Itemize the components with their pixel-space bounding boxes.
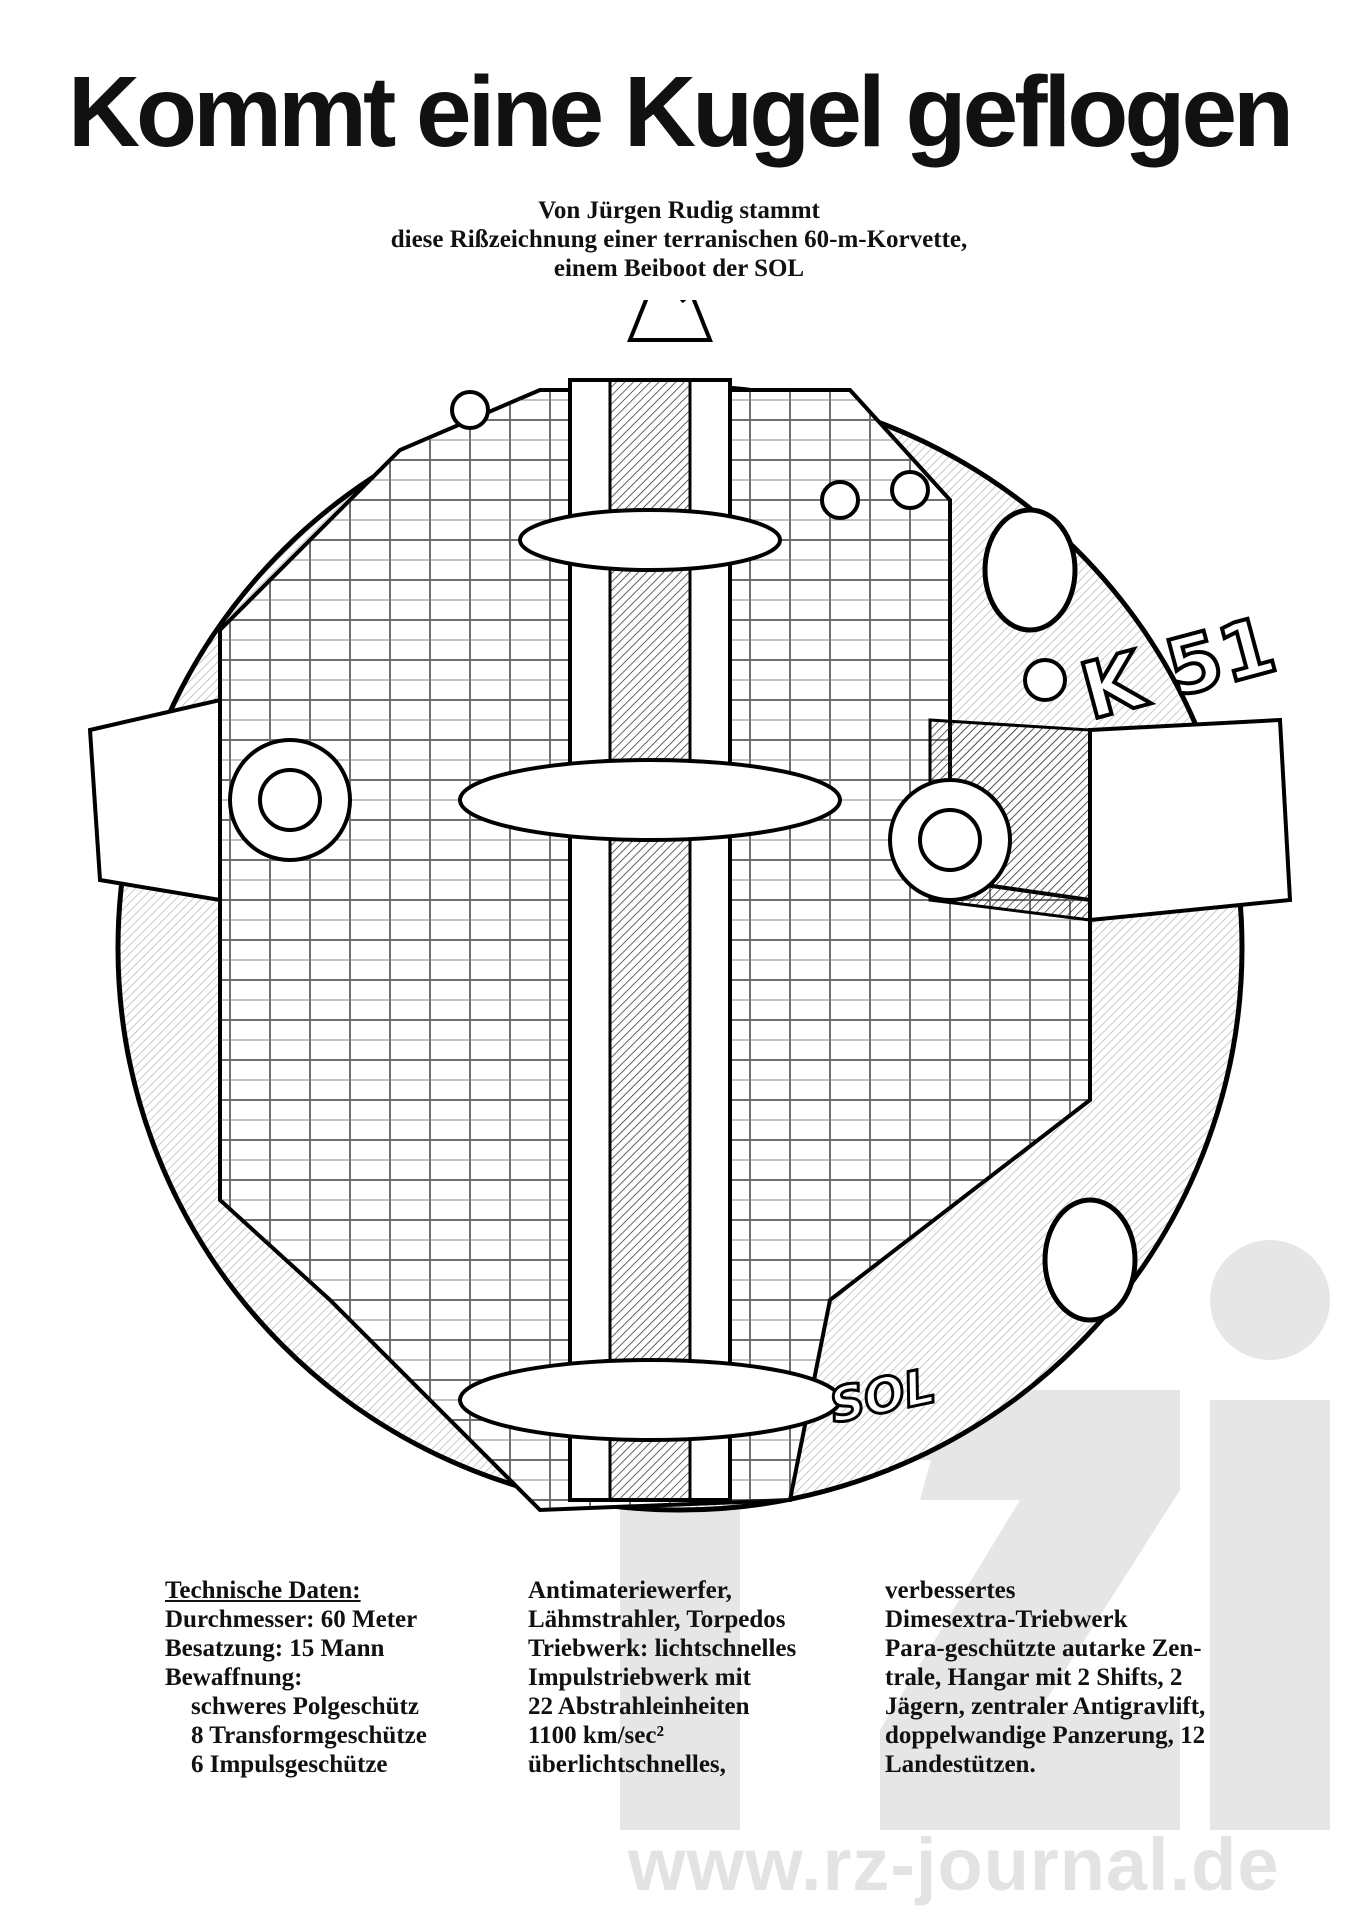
corvette-cutaway-illustration: K 51 SOL <box>87 300 1293 1513</box>
tech-data-column-1: Technische Daten: Durchmesser: 60 Meter … <box>165 1576 427 1779</box>
tech-data-heading: Technische Daten: <box>165 1577 361 1604</box>
title-container: Kommt eine Kugel geflogen <box>0 62 1358 172</box>
tech-data-line: Jägern, zentraler Antigravlift, <box>885 1693 1206 1720</box>
tech-data-line: schweres Polgeschütz <box>191 1693 419 1720</box>
tech-data-line: Lähmstrahler, Torpedos <box>528 1606 786 1633</box>
page-title: Kommt eine Kugel geflogen <box>67 56 1294 168</box>
tech-data-line: 22 Abstrahleinheiten <box>528 1693 750 1720</box>
tech-data-line: trale, Hangar mit 2 Shifts, 2 <box>885 1664 1183 1691</box>
tech-data-line: Impulstriebwerk mit <box>528 1664 751 1691</box>
tech-data-line: doppelwandige Panzerung, 12 <box>885 1722 1206 1749</box>
subtitle: Von Jürgen Rudig stammt diese Rißzeichnu… <box>0 196 1358 283</box>
tech-data-line: Antimateriewerfer, <box>528 1577 732 1604</box>
subtitle-line: einem Beiboot der SOL <box>553 255 805 282</box>
tech-data-line: Bewaffnung: <box>165 1664 303 1691</box>
subtitle-line: Von Jürgen Rudig stammt <box>538 197 820 224</box>
tech-data-line: überlichtschnelles, <box>528 1751 726 1778</box>
tech-data-line: Durchmesser: 60 Meter <box>165 1606 418 1633</box>
watermark-url: www.rz-journal.de <box>628 1823 1280 1906</box>
tech-data-line: Besatzung: 15 Mann <box>165 1635 385 1662</box>
tech-data-column-2: Antimateriewerfer, Lähmstrahler, Torpedo… <box>528 1576 796 1779</box>
tech-data-line: 1100 km/sec² <box>528 1722 664 1749</box>
tech-data-line: Dimesextra-Triebwerk <box>885 1606 1128 1633</box>
subtitle-line: diese Rißzeichnung einer terranischen 60… <box>390 226 968 253</box>
tech-data-line: Para-geschützte autarke Zen- <box>885 1635 1202 1662</box>
tech-data-line: verbessertes <box>885 1577 1016 1604</box>
tech-data-line: Landestützen. <box>885 1751 1036 1778</box>
tech-data-column-3: verbessertes Dimesextra-Triebwerk Para-g… <box>885 1576 1280 1779</box>
tech-data-line: 6 Impulsgeschütze <box>191 1751 388 1778</box>
tech-data-line: Triebwerk: lichtschnelles <box>528 1635 797 1662</box>
tech-data-line: 8 Transformgeschütze <box>191 1722 427 1749</box>
